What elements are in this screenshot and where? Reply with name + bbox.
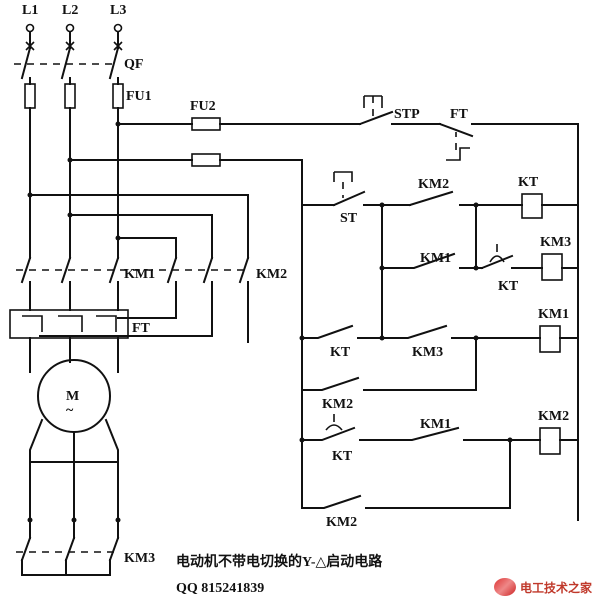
motor: M ~ bbox=[29, 337, 119, 521]
label-L3: L3 bbox=[110, 3, 126, 18]
label-KM2-a: KM2 bbox=[418, 177, 449, 192]
thermal-relay-FT: FT bbox=[9, 309, 151, 339]
label-QF: QF bbox=[124, 57, 143, 72]
row-KM2-hold: KM2 bbox=[301, 337, 477, 412]
row-ST: ST KM2 KT bbox=[301, 171, 579, 226]
label-FU2: FU2 bbox=[190, 99, 216, 114]
label-KM3-coil: KM3 bbox=[540, 235, 571, 250]
fuses-FU1: FU1 bbox=[24, 83, 152, 109]
logo-icon bbox=[493, 578, 516, 596]
coil-KM1 bbox=[539, 325, 561, 353]
label-KT-delay1: KT bbox=[498, 279, 519, 294]
label-KM2-main: KM2 bbox=[256, 267, 287, 282]
watermark-text: 电工技术之家 bbox=[519, 580, 592, 595]
label-L2: L2 bbox=[62, 3, 78, 18]
contact-FT: FT bbox=[438, 107, 474, 161]
diagram-caption: 电动机不带电切换的Y-△启动电路 bbox=[176, 553, 383, 570]
row-KM1: KT KM3 KM1 bbox=[299, 307, 579, 360]
watermark-logo: 电工技术之家 bbox=[493, 578, 592, 596]
qq-number: QQ 815241839 bbox=[176, 581, 264, 596]
label-KT-coil: KT bbox=[518, 175, 539, 190]
coil-KM2 bbox=[539, 427, 561, 455]
label-KT-c: KT bbox=[330, 345, 351, 360]
label-KT-delay2: KT bbox=[332, 449, 353, 464]
label-FT-top: FT bbox=[450, 107, 469, 122]
label-FU1: FU1 bbox=[126, 89, 152, 104]
label-L1: L1 bbox=[22, 3, 38, 18]
label-STP: STP bbox=[394, 107, 420, 122]
row-KM2-hold-2: KM2 bbox=[301, 439, 511, 530]
row-KM3: KM1 KT KM3 bbox=[379, 204, 579, 339]
label-KM2-c: KM2 bbox=[322, 397, 353, 412]
label-KM3-main: KM3 bbox=[124, 551, 155, 566]
contact-KM3-star: KM3 bbox=[16, 517, 155, 576]
coil-KT bbox=[521, 193, 543, 219]
label-KM1-coil: KM1 bbox=[538, 307, 569, 322]
breaker-QF: QF bbox=[14, 31, 143, 85]
label-KM2-coil: KM2 bbox=[538, 409, 569, 424]
label-ST: ST bbox=[340, 211, 358, 226]
label-FT-relay: FT bbox=[132, 321, 151, 336]
label-KM1-d: KM1 bbox=[420, 417, 451, 432]
main-contacts: KM1 KM2 bbox=[16, 256, 287, 343]
fuse-FU2-a bbox=[191, 117, 221, 131]
power-terminals: L1 L2 L3 bbox=[22, 3, 126, 33]
label-KM1-main: KM1 bbox=[124, 267, 155, 282]
motor-symbol: ~ bbox=[66, 403, 74, 418]
coil-KM3 bbox=[541, 253, 563, 281]
motor-label: M bbox=[66, 389, 79, 404]
label-KM1-b: KM1 bbox=[420, 251, 451, 266]
label-KM3-c: KM3 bbox=[412, 345, 443, 360]
button-STP: STP bbox=[358, 95, 420, 126]
row-KM2: KT KM1 KM2 bbox=[299, 409, 579, 464]
label-KM2-e: KM2 bbox=[326, 515, 357, 530]
fuse-FU2-b bbox=[191, 153, 221, 167]
